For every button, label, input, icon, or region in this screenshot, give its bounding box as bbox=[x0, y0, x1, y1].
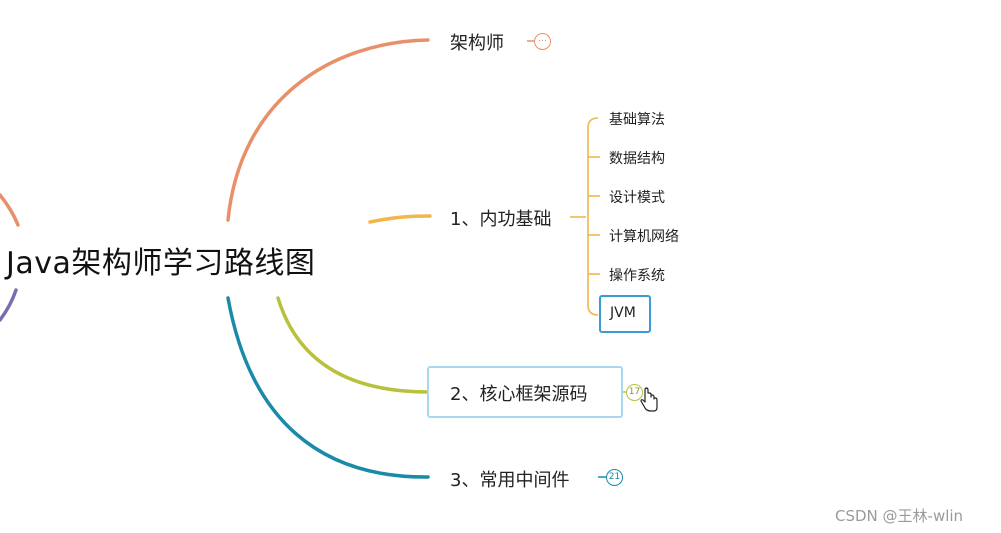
connector-basics bbox=[368, 214, 432, 224]
leaf-jvm[interactable]: JVM bbox=[610, 305, 636, 321]
framework-count-badge[interactable]: 17 bbox=[626, 384, 643, 401]
collapsed-more-icon[interactable]: … bbox=[534, 33, 551, 50]
middleware-count-badge[interactable]: 21 bbox=[606, 469, 623, 486]
root-node-title[interactable]: Java架构师学习路线图 bbox=[6, 246, 316, 281]
basics-bracket bbox=[570, 117, 600, 316]
leaf-jvm-box[interactable] bbox=[599, 295, 651, 333]
leaf-operating-systems[interactable]: 操作系统 bbox=[609, 268, 665, 284]
branch-middleware-label[interactable]: 3、常用中间件 bbox=[450, 470, 570, 491]
leaf-algorithms[interactable]: 基础算法 bbox=[609, 112, 665, 128]
connector-middleware bbox=[226, 296, 430, 479]
leaf-computer-networks[interactable]: 计算机网络 bbox=[609, 229, 679, 245]
branch-architect-label[interactable]: 架构师 bbox=[450, 33, 504, 54]
csdn-watermark: CSDN @王林-wlin bbox=[835, 507, 964, 525]
branch-framework-selection-box[interactable] bbox=[427, 366, 623, 418]
left-branch-purple bbox=[0, 288, 18, 322]
connector-framework bbox=[276, 296, 430, 394]
connector-architect bbox=[226, 38, 430, 222]
branch-framework-label[interactable]: 2、核心框架源码 bbox=[450, 384, 588, 405]
leaf-design-patterns[interactable]: 设计模式 bbox=[609, 190, 665, 206]
left-branch-orange bbox=[0, 193, 20, 227]
leaf-data-structures[interactable]: 数据结构 bbox=[609, 151, 665, 167]
hand-cursor-icon bbox=[640, 387, 658, 412]
branch-basics-label[interactable]: 1、内功基础 bbox=[450, 209, 552, 230]
